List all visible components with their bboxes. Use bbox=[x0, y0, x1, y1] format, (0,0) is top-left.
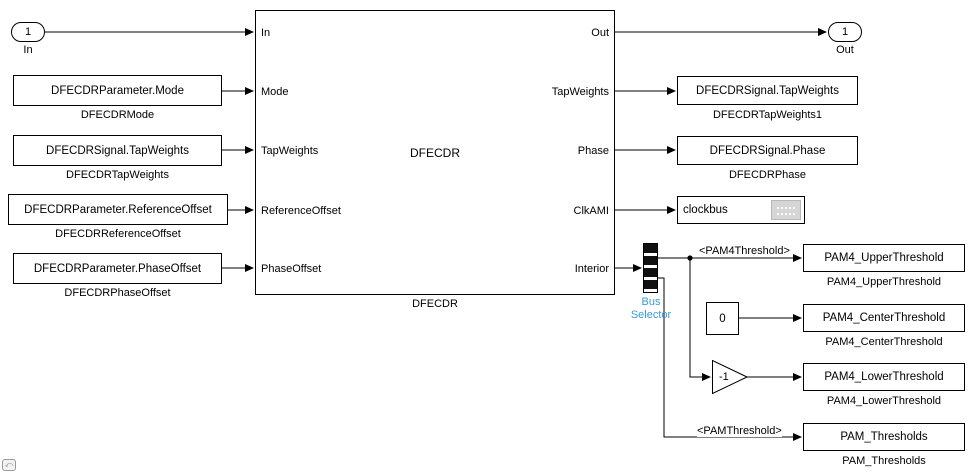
dfecdr-port-referenceoffset: ReferenceOffset bbox=[261, 205, 341, 217]
block-dfecdr-tapweights1-text: DFECDRSignal.TapWeights bbox=[696, 84, 839, 97]
inport-in-label: In bbox=[23, 44, 33, 56]
block-dfecdr-mode[interactable]: DFECDRParameter.Mode bbox=[13, 75, 222, 106]
inport-in[interactable]: 1 bbox=[11, 22, 45, 42]
block-dfecdr-referenceoffset-text: DFECDRParameter.ReferenceOffset bbox=[24, 203, 212, 216]
gain-triangle-shape bbox=[712, 359, 749, 395]
outport-out-number: 1 bbox=[841, 26, 849, 38]
outport-out[interactable]: 1 bbox=[828, 22, 862, 42]
block-pam-thresholds-label: PAM_Thresholds bbox=[842, 455, 926, 467]
inport-in-number: 1 bbox=[24, 26, 32, 38]
block-dfecdr-referenceoffset[interactable]: DFECDRParameter.ReferenceOffset bbox=[8, 194, 228, 225]
block-constant-zero-value: 0 bbox=[719, 312, 726, 325]
block-pam-thresholds-text: PAM_Thresholds bbox=[840, 431, 928, 443]
block-pam-thresholds[interactable]: PAM_Thresholds bbox=[803, 423, 965, 451]
chevron-left-icon: ⤺ bbox=[4, 460, 14, 469]
block-dfecdr-phase-text: DFECDRSignal.Phase bbox=[709, 144, 826, 157]
block-pam4-centerthreshold-label: PAM4_CenterThreshold bbox=[825, 336, 943, 348]
block-pam4-lowerthreshold-label: PAM4_LowerThreshold bbox=[826, 395, 942, 407]
dfecdr-port-interior: Interior bbox=[574, 263, 609, 275]
block-pam4-upperthreshold[interactable]: PAM4_UpperThreshold bbox=[803, 244, 965, 272]
block-dfecdr-phaseoffset[interactable]: DFECDRParameter.PhaseOffset bbox=[13, 253, 222, 284]
block-pam4-lowerthreshold[interactable]: PAM4_LowerThreshold bbox=[803, 363, 965, 391]
block-clockbus-text: clockbus bbox=[683, 204, 728, 216]
dfecdr-port-mode: Mode bbox=[261, 86, 289, 98]
block-dfecdr-phaseoffset-label: DFECDRPhaseOffset bbox=[64, 287, 171, 299]
block-dfecdr-subsystem[interactable]: In Mode TapWeights ReferenceOffset Phase… bbox=[255, 10, 615, 295]
dfecdr-block-title: DFECDR bbox=[410, 145, 460, 160]
block-pam4-centerthreshold-text: PAM4_CenterThreshold bbox=[822, 312, 946, 324]
block-dfecdr-phase-label: DFECDRPhase bbox=[728, 169, 807, 181]
signal-label-pamthreshold: <PAMThreshold> bbox=[697, 425, 782, 437]
block-gain-minus1[interactable]: -1 bbox=[712, 359, 749, 395]
dfecdr-port-in: In bbox=[261, 27, 271, 39]
dfecdr-port-out: Out bbox=[591, 27, 609, 39]
wire-pam4threshold-to-gain[interactable] bbox=[689, 258, 711, 381]
block-dfecdr-phase[interactable]: DFECDRSignal.Phase bbox=[677, 136, 858, 165]
outport-out-label: Out bbox=[836, 44, 854, 56]
block-pam4-centerthreshold[interactable]: PAM4_CenterThreshold bbox=[803, 304, 965, 332]
bus-selector-label: Bus Selector bbox=[630, 296, 672, 321]
block-dfecdr-subsystem-label: DFECDR bbox=[412, 298, 458, 310]
block-clockbus[interactable]: clockbus bbox=[677, 196, 805, 224]
signal-label-pam4threshold: <PAM4Threshold> bbox=[699, 245, 790, 257]
dfecdr-port-tapweights-out: TapWeights bbox=[551, 86, 609, 98]
dfecdr-port-tapweights: TapWeights bbox=[261, 145, 319, 157]
bus-selector-block[interactable] bbox=[643, 243, 658, 293]
block-dfecdr-tapweights-label: DFECDRTapWeights bbox=[66, 169, 169, 181]
block-dfecdr-phaseoffset-text: DFECDRParameter.PhaseOffset bbox=[33, 262, 202, 275]
block-dfecdr-tapweights[interactable]: DFECDRSignal.TapWeights bbox=[13, 135, 222, 166]
wire-junction-dot bbox=[687, 255, 693, 261]
block-gain-minus1-value: -1 bbox=[719, 371, 729, 383]
block-dfecdr-tapweights1[interactable]: DFECDRSignal.TapWeights bbox=[677, 76, 858, 105]
block-dfecdr-tapweights1-label: DFECDRTapWeights1 bbox=[712, 109, 823, 121]
block-dfecdr-tapweights-text: DFECDRSignal.TapWeights bbox=[46, 144, 189, 157]
hide-palette-button[interactable]: ⤺ bbox=[2, 459, 16, 471]
block-pam4-upperthreshold-text: PAM4_UpperThreshold bbox=[824, 252, 944, 264]
block-constant-zero[interactable]: 0 bbox=[706, 302, 739, 335]
block-dfecdr-mode-text: DFECDRParameter.Mode bbox=[51, 84, 184, 97]
block-pam4-lowerthreshold-text: PAM4_LowerThreshold bbox=[824, 371, 944, 383]
clockbus-scope-icon bbox=[771, 200, 801, 220]
dfecdr-port-phaseoffset: PhaseOffset bbox=[261, 263, 322, 275]
block-dfecdr-referenceoffset-label: DFECDRReferenceOffset bbox=[55, 228, 181, 240]
wire-pamthreshold[interactable] bbox=[658, 277, 802, 441]
dfecdr-port-clkami: ClkAMI bbox=[573, 205, 609, 217]
block-dfecdr-mode-label: DFECDRMode bbox=[80, 109, 155, 121]
dfecdr-port-phase: Phase bbox=[577, 145, 609, 157]
block-pam4-upperthreshold-label: PAM4_UpperThreshold bbox=[826, 276, 942, 288]
